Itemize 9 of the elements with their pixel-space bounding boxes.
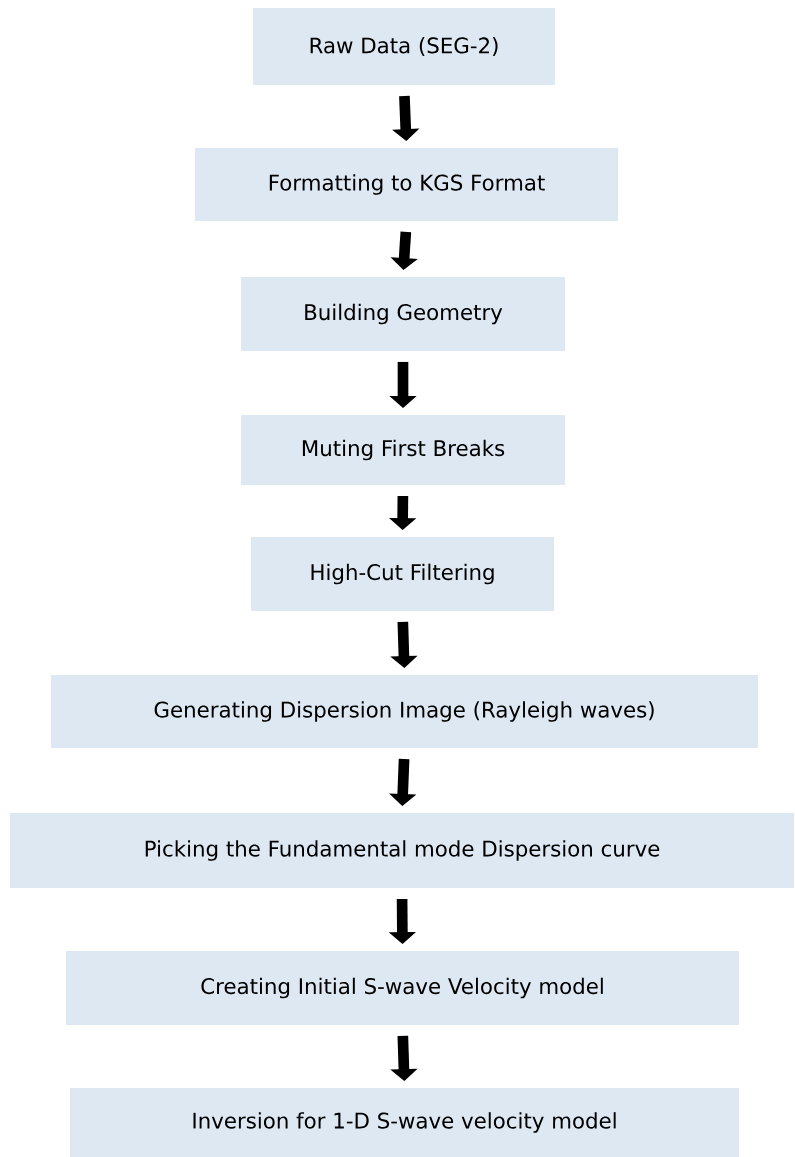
process-box: Raw Data (SEG-2) <box>253 8 555 85</box>
process-box: Building Geometry <box>241 277 565 351</box>
process-box: High-Cut Filtering <box>251 537 554 611</box>
process-box: Muting First Breaks <box>241 415 565 485</box>
process-box: Picking the Fundamental mode Dispersion curve <box>10 813 794 888</box>
process-box: Generating Dispersion Image (Rayleigh waves) <box>51 675 758 748</box>
process-box: Creating Initial S-wave Velocity model <box>66 951 739 1025</box>
process-box: Formatting to KGS Format <box>195 148 618 221</box>
process-box: Inversion for 1-D S-wave velocity model <box>70 1088 739 1157</box>
